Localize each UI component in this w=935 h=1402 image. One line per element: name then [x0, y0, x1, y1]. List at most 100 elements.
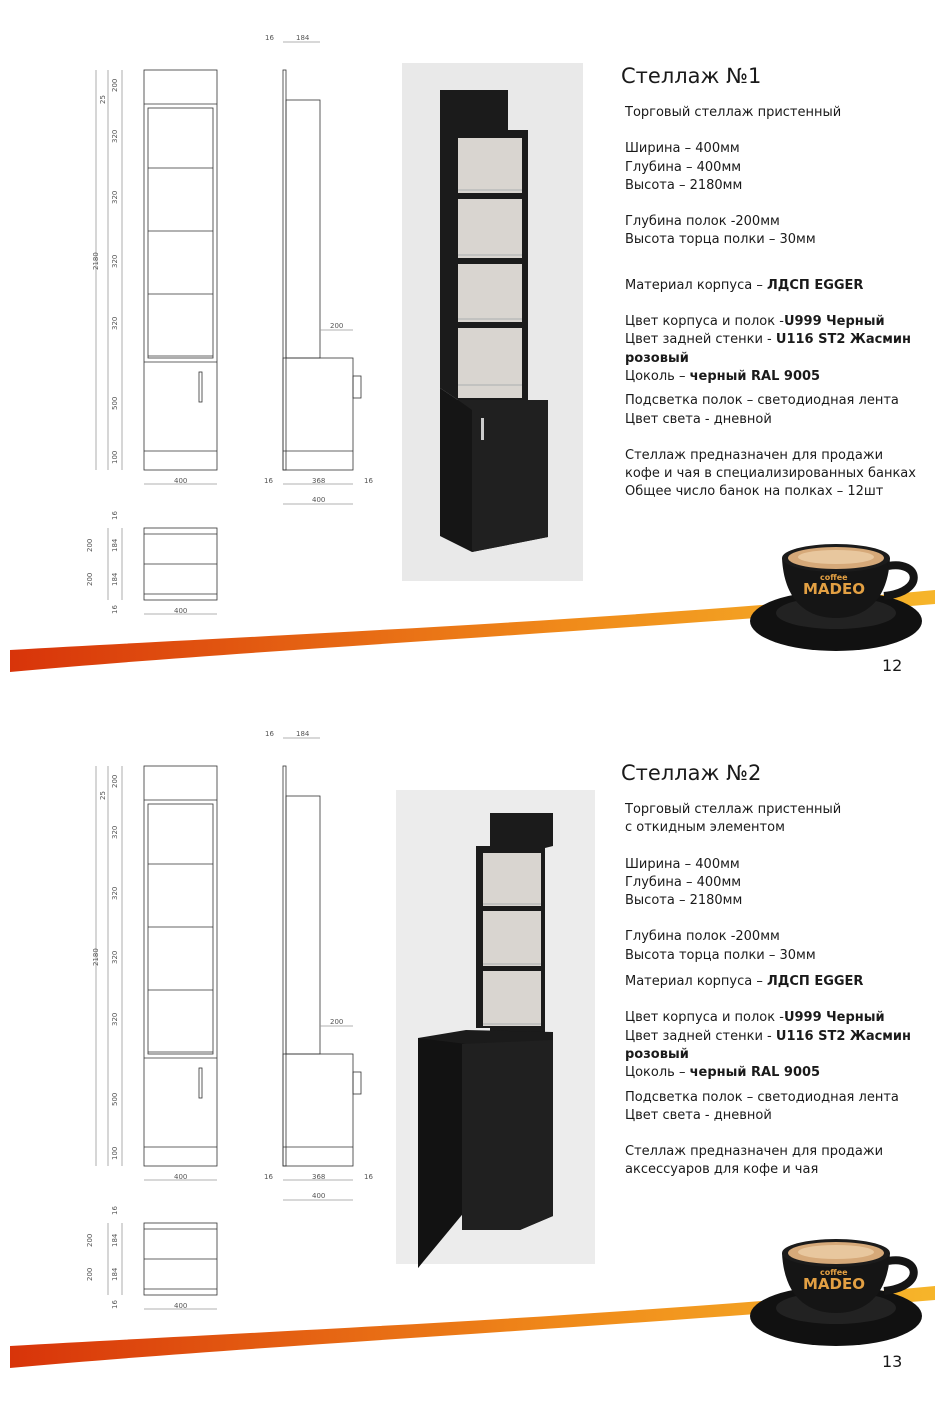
- dim-width: 400: [174, 1302, 187, 1310]
- spec-plinth: Цоколь – черный RAL 9005: [625, 368, 821, 384]
- dim-shelf: 320: [111, 191, 119, 204]
- spec-purpose: Стеллаж предназначен для продажи: [625, 1144, 884, 1160]
- dim-plinth: 100: [111, 1147, 119, 1160]
- spec-shelf-edge: Высота торца полки – 30мм: [625, 232, 816, 248]
- dim-shelf: 320: [111, 887, 119, 900]
- catalog-page-12: 2180 200 25 320 320 320 320 500 100 400 …: [0, 0, 935, 696]
- spec-shelf-edge: Высота торца полки – 30мм: [625, 947, 816, 963]
- spec-depth: Глубина – 400мм: [625, 874, 742, 890]
- dim-shelf-depth: 200: [330, 1018, 343, 1026]
- product-render: [402, 63, 583, 581]
- dim-side: 16: [265, 730, 274, 738]
- dim-plan-inner: 184: [111, 1233, 119, 1247]
- spec-type: Торговый стеллаж пристенный: [625, 105, 842, 120]
- spec-back-color-cont: розовый: [625, 1046, 689, 1062]
- dim-side: 16: [264, 1173, 273, 1181]
- dim-top: 200: [111, 775, 119, 788]
- dim-width: 400: [174, 607, 187, 615]
- brand-footer: coffee MADEO: [10, 1239, 935, 1368]
- dim-plinth: 100: [111, 451, 119, 464]
- dim-plan: 200: [86, 573, 94, 586]
- page-number: 13: [882, 1352, 903, 1371]
- spec-back-color-cont: розовый: [625, 350, 689, 366]
- dim-plan: 200: [86, 1268, 94, 1281]
- spec-height: Высота – 2180мм: [625, 893, 743, 909]
- dim-total-height: 2180: [92, 948, 100, 966]
- product-render: [396, 790, 595, 1268]
- dim-width: 400: [312, 1192, 325, 1200]
- dim-total-height: 2180: [92, 252, 100, 270]
- dim-depth-top: 184: [296, 34, 310, 42]
- spec-body-color: Цвет корпуса и полок -U999 Черный: [625, 1010, 885, 1026]
- dim-side: 16: [364, 477, 373, 485]
- dim-side: 16: [111, 1206, 119, 1215]
- dim-gap: 25: [99, 791, 107, 800]
- spec-width: Ширина – 400мм: [625, 141, 740, 157]
- spec-light-color: Цвет света - дневной: [625, 411, 772, 427]
- dim-shelf: 320: [111, 130, 119, 143]
- spec-purpose: Стеллаж предназначен для продажи: [625, 447, 884, 463]
- spec-shelf-depth: Глубина полок -200мм: [625, 214, 780, 230]
- spec-type: с откидным элементом: [625, 820, 785, 836]
- dim-side: 16: [265, 34, 274, 42]
- dim-cabinet: 500: [111, 397, 119, 410]
- dim-shelf: 320: [111, 826, 119, 839]
- dim-gap: 25: [99, 95, 107, 104]
- dim-plan-inner: 184: [111, 572, 119, 586]
- spec-back-color: Цвет задней стенки - U116 ST2 Жасмин: [625, 1028, 912, 1044]
- brand-small: coffee: [820, 573, 848, 582]
- technical-drawing: 2180 200 25 320 320 320 320 500 100 400 …: [86, 730, 373, 1310]
- dim-top: 200: [111, 79, 119, 92]
- dim-side: 16: [111, 1300, 119, 1309]
- spec-plinth: Цоколь – черный RAL 9005: [625, 1065, 821, 1081]
- coffee-cup-icon: [782, 558, 890, 618]
- dim-side: 16: [111, 605, 119, 614]
- spec-body-color: Цвет корпуса и полок -U999 Черный: [625, 314, 885, 330]
- spec-lighting: Подсветка полок – светодиодная лента: [625, 1089, 899, 1105]
- coffee-cup-icon: [782, 1253, 890, 1313]
- dim-width: 400: [174, 1173, 187, 1181]
- brand-logo: MADEO: [803, 580, 865, 598]
- spec-purpose: кофе и чая в специализированных банках: [625, 466, 916, 482]
- spec-material: Материал корпуса – ЛДСП EGGER: [625, 974, 864, 990]
- spec-light-color: Цвет света - дневной: [625, 1107, 772, 1123]
- dim-shelf: 320: [111, 1013, 119, 1026]
- dim-shelf: 320: [111, 951, 119, 964]
- dim-plan: 200: [86, 1234, 94, 1247]
- dim-plan-inner: 184: [111, 538, 119, 552]
- dim-inner: 368: [312, 1173, 325, 1181]
- dim-side: 16: [364, 1173, 373, 1181]
- orange-swoosh: [10, 1286, 935, 1368]
- brand-small: coffee: [820, 1268, 848, 1277]
- orange-swoosh: [10, 590, 935, 672]
- spec-back-color: Цвет задней стенки - U116 ST2 Жасмин: [625, 332, 912, 348]
- dim-depth-top: 184: [296, 730, 310, 738]
- dim-plan: 200: [86, 539, 94, 552]
- dim-shelf: 320: [111, 255, 119, 268]
- dim-shelf: 320: [111, 317, 119, 330]
- page-number: 12: [882, 656, 903, 675]
- spec-material: Материал корпуса – ЛДСП EGGER: [625, 277, 864, 293]
- product-title: Стеллаж №1: [621, 64, 762, 88]
- product-title: Стеллаж №2: [621, 761, 762, 785]
- dim-plan-inner: 184: [111, 1267, 119, 1281]
- spec-purpose: Общее число банок на полках – 12шт: [625, 484, 884, 500]
- dim-shelf-depth: 200: [330, 322, 343, 330]
- product-specs: Торговый стеллаж пристенный с откидным э…: [625, 801, 911, 1180]
- spec-height: Высота – 2180мм: [625, 177, 743, 193]
- dim-inner: 368: [312, 477, 325, 485]
- brand-footer: coffee MADEO: [10, 544, 935, 672]
- dim-cabinet: 500: [111, 1093, 119, 1106]
- dim-width: 400: [174, 477, 187, 485]
- spec-lighting: Подсветка полок – светодиодная лента: [625, 393, 899, 409]
- brand-logo: MADEO: [803, 1275, 865, 1293]
- spec-purpose: аксессуаров для кофе и чая: [625, 1162, 819, 1178]
- spec-depth: Глубина – 400мм: [625, 159, 742, 175]
- product-specs: Торговый стеллаж пристенный Ширина – 400…: [625, 104, 916, 502]
- spec-type: Торговый стеллаж пристенный: [625, 802, 842, 817]
- spec-shelf-depth: Глубина полок -200мм: [625, 929, 780, 945]
- dim-width: 400: [312, 496, 325, 504]
- catalog-page-13: 2180 200 25 320 320 320 320 500 100 400 …: [0, 698, 935, 1394]
- spec-width: Ширина – 400мм: [625, 856, 740, 872]
- technical-drawing: 2180 200 25 320 320 320 320 500 100 400 …: [86, 34, 373, 615]
